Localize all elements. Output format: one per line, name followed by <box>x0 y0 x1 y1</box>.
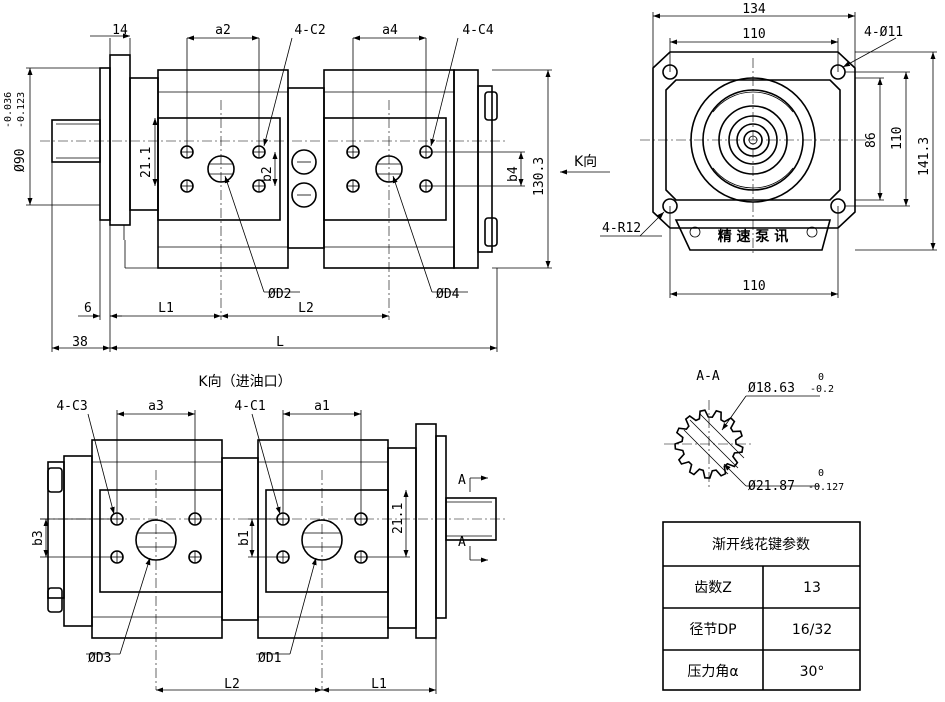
nameplate-text: 精 速 泵 讯 <box>718 228 789 245</box>
end-view-dims <box>600 12 937 298</box>
dim-l2: L2 <box>298 301 314 316</box>
dim-21-1-k: 21.1 <box>391 503 406 534</box>
spline-root-dia: Ø18.63 <box>748 381 795 396</box>
dim-c1: 4-C1 <box>234 399 265 414</box>
dim-b3: b3 <box>31 530 46 546</box>
end-view: 精 速 泵 讯 <box>600 2 937 298</box>
nameplate <box>674 219 832 251</box>
dim-141-3: 141.3 <box>917 137 932 176</box>
dim-a4: a4 <box>382 23 398 38</box>
k-view-dims <box>40 410 488 694</box>
k-rear-cover <box>63 455 93 627</box>
dim-c3: 4-C3 <box>56 399 87 414</box>
dim-86: 86 <box>864 132 879 148</box>
dim-dia90: Ø90 <box>13 149 28 172</box>
spline-tip-tol-up: 0 <box>818 468 824 479</box>
k-mount-flange <box>415 423 437 639</box>
dim-radius: 4-R12 <box>602 221 641 236</box>
dim-b2: b2 <box>260 166 275 182</box>
table-value-pressure-angle: 30° <box>800 664 825 680</box>
dim-6: 6 <box>84 301 92 316</box>
dim-d1: ØD1 <box>258 651 281 666</box>
dim-l2-k: L2 <box>224 677 240 692</box>
port-c2-bolts <box>180 145 266 193</box>
dim-d4: ØD4 <box>436 287 460 302</box>
spline-root-tol-lo: -0.2 <box>810 384 834 395</box>
table-value-teeth: 13 <box>803 580 821 596</box>
table-title: 渐开线花键参数 <box>712 536 810 553</box>
dim-a1: a1 <box>314 399 330 414</box>
dim-b4: b4 <box>506 166 521 182</box>
k-front-body <box>257 439 389 639</box>
dim-l: L <box>276 335 284 350</box>
dim-d3: ØD3 <box>88 651 111 666</box>
dim-c4: 4-C4 <box>462 23 493 38</box>
dim-110-bottom: 110 <box>742 279 765 294</box>
dimension-lines <box>26 33 610 352</box>
dim-l1: L1 <box>158 301 174 316</box>
mount-flange <box>109 54 131 226</box>
dim-l1-k: L1 <box>371 677 387 692</box>
spline-table: 渐开线花键参数 齿数Z 13 径节DP 16/32 压力角α 30° <box>662 521 861 691</box>
dim-134: 134 <box>742 2 766 17</box>
dim-b1: b1 <box>237 530 252 546</box>
top-view: 14 a2 4-C2 a4 4-C4 Ø90 -0.036 -0.123 21.… <box>3 23 610 352</box>
spline-root-tol-up: 0 <box>818 372 824 383</box>
flange-boss <box>129 77 159 211</box>
k-shaft <box>445 497 497 541</box>
section-mark-top: A <box>458 473 466 488</box>
dim-a2: a2 <box>215 23 231 38</box>
dim-holes: 4-Ø11 <box>864 25 903 40</box>
k-view-title: K向（进油口） <box>198 374 291 390</box>
coupling-port-upper <box>291 149 317 175</box>
spline-tip-tol-lo: -0.127 <box>808 482 844 493</box>
spline-tip-dia: Ø21.87 <box>748 479 795 494</box>
dim-c2: 4-C2 <box>294 23 325 38</box>
table-label-pressure-angle: 压力角α <box>687 664 738 680</box>
dim-dia90-tol-up: -0.036 <box>3 92 14 128</box>
dim-38: 38 <box>72 335 88 350</box>
dim-a3: a3 <box>148 399 164 414</box>
port-c4-bolts <box>346 145 433 193</box>
mount-flange-lip <box>99 67 111 221</box>
dim-110-top: 110 <box>742 27 765 42</box>
dim-21-1: 21.1 <box>139 147 154 178</box>
k-view: K向（进油口） <box>31 374 505 694</box>
rear-pump-body <box>323 69 498 269</box>
coupling-port-lower <box>291 182 317 208</box>
rear-cover <box>453 69 479 269</box>
table-label-pitch: 径节DP <box>689 622 736 638</box>
dim-d2: ØD2 <box>268 287 291 302</box>
spline-section: A-A Ø18.63 0 -0.2 Ø21.87 0 -0.127 <box>664 369 844 494</box>
section-mark-bottom: A <box>458 535 466 550</box>
section-title: A-A <box>696 369 720 384</box>
table-value-pitch: 16/32 <box>792 622 832 638</box>
dim-flange-thk: 14 <box>112 23 128 38</box>
dim-dia90-tol-lo: -0.123 <box>16 92 27 128</box>
dim-110-right: 110 <box>890 127 905 150</box>
coupling <box>287 87 325 249</box>
table-label-teeth: 齿数Z <box>694 580 732 596</box>
k-view-arrow-label: K向 <box>574 154 597 170</box>
dim-130-3: 130.3 <box>532 157 547 196</box>
k-rear-body <box>91 439 223 639</box>
